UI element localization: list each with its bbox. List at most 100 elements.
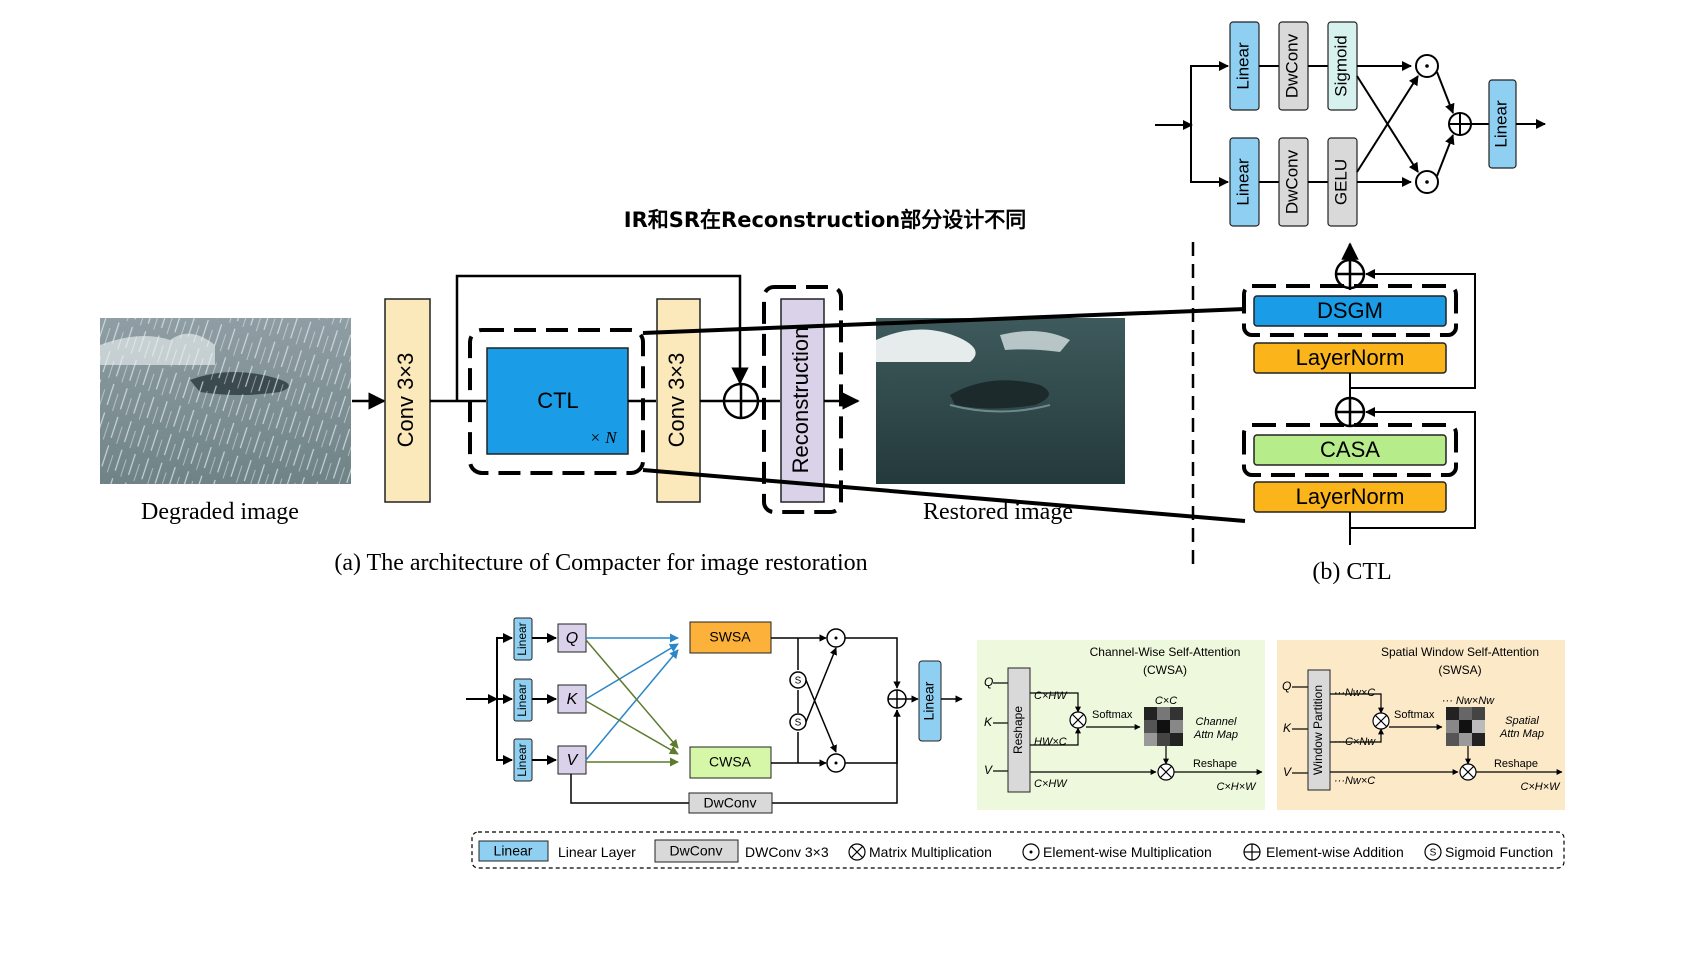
cwsa-label: CWSA	[709, 754, 752, 770]
legend-dwconv-box	[654, 839, 739, 863]
swsa-block	[689, 621, 772, 654]
panel-b: DSGM LayerNorm CASA LayerNorm (b) CTL	[1242, 242, 1476, 585]
cwsa-panel-title: Channel-Wise Self-Attention	[1090, 645, 1241, 659]
cwsa-panel: Channel-Wise Self-Attention (CWSA) Q K V…	[977, 640, 1265, 810]
legend-dwconv-text: DWConv 3×3	[745, 844, 829, 860]
cwsa-softmax-label: Softmax	[1092, 709, 1133, 721]
swsa-dim-4: ··· Nw×Nw	[1442, 695, 1495, 707]
dsgm-dwconv-bottom-label: DwConv	[1282, 149, 1301, 214]
panel-a-caption: (a) The architecture of Compacter for im…	[334, 550, 867, 576]
v-label: V	[567, 752, 579, 769]
swsa-window-partition-label: Window Partition	[1311, 685, 1325, 775]
conv3x3-label-1: Conv 3×3	[393, 353, 418, 448]
sigmoid-icon-label: S	[795, 676, 802, 687]
swsa-softmax-label: Softmax	[1394, 709, 1435, 721]
swsa-k-label: K	[1283, 721, 1292, 735]
dsgm-detail: Linear DwConv Sigmoid Linear DwConv GELU	[1155, 21, 1546, 227]
sigmoid-icon-label: S	[795, 718, 802, 729]
swsa-window-partition-block	[1307, 669, 1331, 791]
legend-linear-box	[478, 840, 549, 862]
cwsa-q-label: Q	[984, 675, 993, 689]
cwsa-attn-map	[1144, 707, 1183, 746]
k-block	[557, 684, 587, 714]
swsa-out-dim: C×H×W	[1520, 781, 1561, 793]
conv3x3-block-1	[384, 298, 431, 503]
matrix-mul-icon	[1459, 763, 1477, 781]
legend: Linear Linear Layer DwConv DWConv 3×3 Ma…	[471, 831, 1565, 869]
panel-b-caption: (b) CTL	[1312, 559, 1391, 585]
conv3x3-label-2: Conv 3×3	[664, 353, 689, 448]
casa-label: CASA	[1320, 437, 1380, 462]
elementwise-mul-icon	[826, 628, 846, 648]
zoom-line-top	[642, 307, 1246, 335]
cwsa-panel-subtitle: (CWSA)	[1143, 663, 1187, 677]
legend-sigmoid-icon-label: S	[1430, 848, 1437, 859]
element-add-icon	[1243, 843, 1261, 861]
cwsa-reshape-out-label: Reshape	[1193, 758, 1237, 770]
casa-dashed-frame	[1242, 423, 1458, 477]
swsa-dim-3: ···Nw×C	[1334, 775, 1375, 787]
swsa-attn-label-2: Attn Map	[1499, 728, 1544, 740]
cwsa-out-dim: C×H×W	[1216, 781, 1257, 793]
cwsa-dim-2: HW×C	[1034, 736, 1067, 748]
dsgm-dashed-frame	[1242, 284, 1458, 337]
cwsa-reshape-label: Reshape	[1011, 706, 1025, 754]
casa-dwconv-block	[688, 792, 773, 814]
casa-detail: Linear Linear Linear Q K V SWSA CWSA	[466, 617, 963, 814]
ctl-label: CTL	[537, 388, 579, 413]
panel-a: Degraded image Conv 3×3 CTL × N Conv 3×3…	[100, 274, 1246, 576]
annotation-text: IR和SR在Reconstruction部分设计不同	[624, 208, 1026, 232]
legend-dwconv-box-label: DwConv	[670, 843, 723, 859]
swsa-dim-2: ···C×Nw	[1334, 736, 1376, 748]
casa-linear-out	[918, 660, 942, 742]
swsa-dim-1: ···Nw×C	[1334, 687, 1375, 699]
cwsa-attn-label-1: Channel	[1196, 716, 1238, 728]
cwsa-dim-3: C×HW	[1034, 778, 1068, 790]
matrix-mul-icon	[1372, 712, 1390, 730]
legend-matmul-text: Matrix Multiplication	[869, 844, 992, 860]
q-label: Q	[566, 630, 578, 647]
ctl-repeat-label: × N	[589, 428, 618, 447]
swsa-attn-label-1: Spatial	[1505, 715, 1539, 727]
elementwise-mul-icon	[1415, 170, 1439, 194]
cwsa-block	[689, 746, 772, 779]
recon-dashed-frame	[762, 285, 843, 514]
casa-block	[1253, 434, 1447, 466]
swsa-label: SWSA	[709, 629, 751, 645]
degraded-image-caption: Degraded image	[141, 499, 299, 525]
zoom-line-bottom	[642, 468, 1246, 523]
cwsa-v-label: V	[984, 763, 993, 777]
casa-dwconv-label: DwConv	[704, 795, 757, 811]
swsa-panel-subtitle: (SWSA)	[1438, 663, 1481, 677]
dsgm-linear-top-label: Linear	[1233, 42, 1252, 90]
ctl-block	[486, 347, 629, 455]
v-block	[557, 745, 587, 775]
layernorm-label-bottom: LayerNorm	[1296, 484, 1405, 509]
matrix-mul-icon	[1069, 711, 1087, 729]
cwsa-k-label: K	[984, 715, 993, 729]
k-label: K	[567, 691, 579, 708]
casa-linear-q-label: Linear	[515, 622, 529, 655]
cwsa-dim-4: C×C	[1155, 695, 1177, 707]
q-block	[557, 623, 587, 653]
element-add-icon	[1448, 112, 1472, 136]
element-add-icon	[722, 382, 760, 420]
reconstruction-label: Reconstruction	[788, 327, 813, 474]
legend-sigmoid-text: Sigmoid Function	[1445, 844, 1553, 860]
dsgm-linear-bottom-label: Linear	[1233, 158, 1252, 206]
layernorm-label-top: LayerNorm	[1296, 345, 1405, 370]
casa-linear-out-label: Linear	[921, 681, 937, 720]
element-add-icon	[1334, 258, 1366, 290]
swsa-attn-map	[1446, 707, 1485, 746]
restored-image	[876, 318, 1125, 484]
element-add-icon	[887, 689, 907, 709]
casa-linear-k-label: Linear	[515, 683, 529, 716]
cwsa-reshape-block	[1007, 667, 1031, 793]
cwsa-dim-1: C×HW	[1034, 690, 1068, 702]
dsgm-dwconv-top-label: DwConv	[1282, 33, 1301, 98]
dsgm-gelu-label: GELU	[1331, 159, 1350, 205]
matrix-mul-icon	[848, 843, 866, 861]
dsgm-sigmoid-label: Sigmoid	[1331, 35, 1350, 96]
legend-linear-box-label: Linear	[494, 843, 533, 859]
